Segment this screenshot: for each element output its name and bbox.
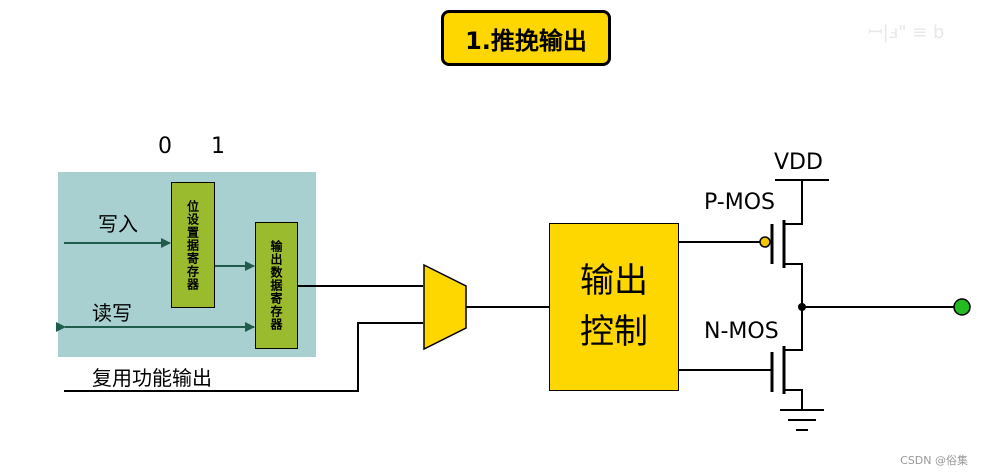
alt-function-label: 复用功能输出 <box>92 366 212 390</box>
vdd-label: VDD <box>774 150 823 175</box>
pmos-label: P-MOS <box>704 190 775 215</box>
bit-zero-label: 0 <box>158 134 172 159</box>
set-reset-register: 位设置据寄存器 <box>171 182 215 308</box>
output-pin <box>953 298 971 316</box>
nmos-label: N-MOS <box>704 319 779 344</box>
output-data-register: 输出数据寄存器 <box>255 222 298 349</box>
pmos-gate-bubble <box>759 236 771 248</box>
title-text: 1.推挽输出 <box>465 26 587 55</box>
watermark-logo: ꟷ|ⅎ" ≡ b <box>868 22 945 43</box>
multiplexer <box>423 263 467 351</box>
bit-one-label: 1 <box>211 134 225 159</box>
ground-symbol <box>780 409 824 431</box>
output-control-line1: 输出 <box>580 261 648 301</box>
nmos-to-ground <box>784 389 803 410</box>
output-control-block: 输出 控制 <box>549 223 679 391</box>
alt-function-wire <box>64 322 423 392</box>
title-box: 1.推挽输出 <box>441 10 611 66</box>
output-control-line2: 控制 <box>580 312 648 352</box>
output-data-register-label: 输出数据寄存器 <box>269 240 283 331</box>
pmos-to-node <box>784 263 803 307</box>
nmos-to-node <box>784 307 803 351</box>
read-write-label: 读写 <box>92 301 132 325</box>
write-label: 写入 <box>98 212 138 236</box>
footer-credit: CSDN @俗集 <box>900 454 968 467</box>
set-reset-register-label: 位设置据寄存器 <box>185 199 200 291</box>
pmos-drain-source <box>784 180 803 225</box>
